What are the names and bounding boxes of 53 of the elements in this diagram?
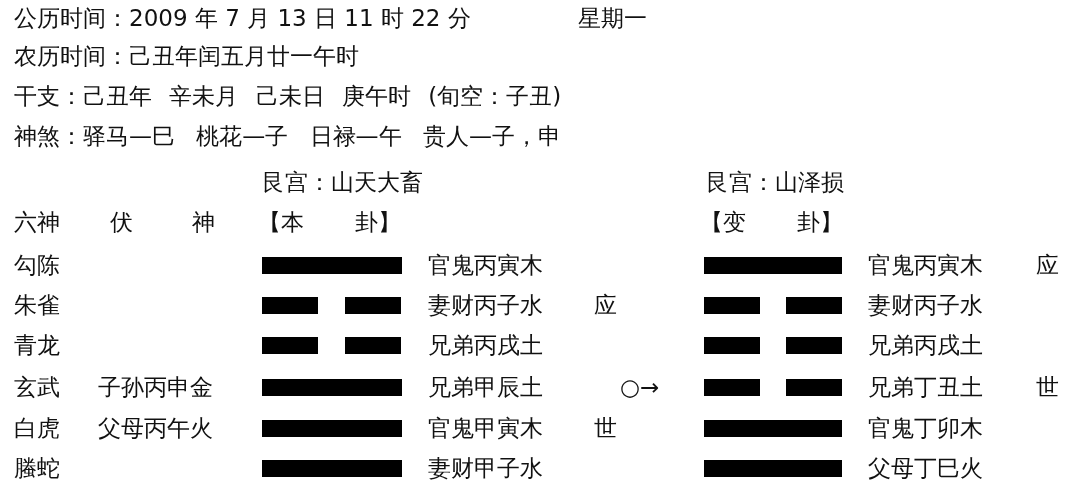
hexagram-line-bar [345, 337, 401, 354]
hexagram-line-bar [262, 460, 402, 477]
text-label: 农历时间：己丑年闰五月廿一午时 [14, 42, 359, 70]
text-label: 官鬼丁卯木 [868, 414, 983, 442]
hexagram-line-bar [704, 460, 842, 477]
text-label: 玄武 [14, 373, 60, 401]
text-label: 艮宫：山泽损 [706, 168, 844, 196]
text-label: 兄弟甲辰土 [428, 373, 543, 401]
moving-line-mark: ○→ [620, 373, 660, 401]
text-label: 公历时间：2009 年 7 月 13 日 11 时 22 分 [14, 4, 471, 32]
text-label: 伏 神 [110, 208, 216, 236]
text-label: 子孙丙申金 [98, 373, 213, 401]
text-label: 青龙 [14, 331, 60, 359]
hexagram-line-bar [704, 257, 842, 274]
text-label: 官鬼丙寅木 [428, 251, 543, 279]
text-label: 世 [1036, 373, 1059, 401]
text-label: 妻财丙子水 [428, 291, 543, 319]
hexagram-line-bar [262, 420, 402, 437]
text-label: 朱雀 [14, 291, 60, 319]
hexagram-line-bar [786, 297, 842, 314]
text-label: 艮宫：山天大畜 [262, 168, 423, 196]
text-label: 官鬼甲寅木 [428, 414, 543, 442]
hexagram-line-bar [704, 379, 760, 396]
text-label: 【变 卦】 [700, 208, 844, 236]
text-label: 六神 [14, 208, 60, 236]
hexagram-line-bar [262, 337, 318, 354]
text-label: 妻财丙子水 [868, 291, 983, 319]
text-label: 应 [1036, 251, 1059, 279]
text-label: 螣蛇 [14, 454, 60, 482]
text-label: 勾陈 [14, 251, 60, 279]
text-label: 兄弟丙戌土 [868, 331, 983, 359]
hexagram-line-bar [262, 297, 318, 314]
hexagram-line-bar [786, 379, 842, 396]
text-label: 父母丙午火 [98, 414, 213, 442]
text-label: 父母丁巳火 [868, 454, 983, 482]
hexagram-line-bar [262, 379, 402, 396]
text-label: 世 [594, 414, 617, 442]
hexagram-line-bar [704, 420, 842, 437]
text-label: 官鬼丙寅木 [868, 251, 983, 279]
text-label: 兄弟丁丑土 [868, 373, 983, 401]
text-label: 【本 卦】 [258, 208, 402, 236]
text-label: 兄弟丙戌土 [428, 331, 543, 359]
hexagram-line-bar [262, 257, 402, 274]
text-label: 神煞：驿马—巳 桃花—子 日禄—午 贵人—子，申 [14, 122, 561, 150]
text-label: 星期一 [578, 4, 647, 32]
text-label: 应 [594, 291, 617, 319]
text-label: 妻财甲子水 [428, 454, 543, 482]
hexagram-line-bar [345, 297, 401, 314]
hexagram-line-bar [704, 337, 760, 354]
text-label: 白虎 [14, 414, 60, 442]
text-label: 干支：己丑年 辛未月 己未日 庚午时 (旬空：子丑) [14, 82, 562, 110]
hexagram-line-bar [704, 297, 760, 314]
hexagram-line-bar [786, 337, 842, 354]
